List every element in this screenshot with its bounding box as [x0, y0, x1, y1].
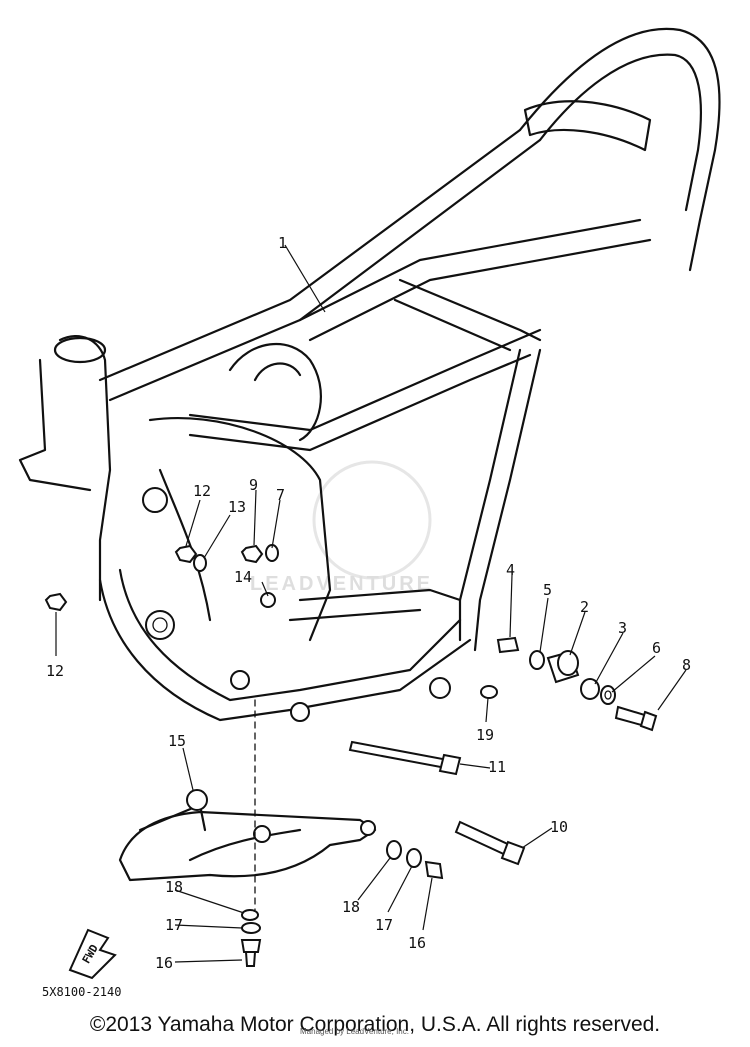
part-labels: 1 2 3 4 5 6 7 8 9 10 11 12 12 13 14 15 1… — [46, 234, 691, 972]
part-label-9: 9 — [249, 476, 258, 494]
part-label-17-right: 17 — [375, 916, 393, 934]
engine-guard — [118, 699, 444, 967]
part-label-18-right: 18 — [342, 898, 360, 916]
part-label-13: 13 — [228, 498, 246, 516]
part-label-10: 10 — [550, 818, 568, 836]
part-label-14: 14 — [234, 568, 252, 586]
part-label-8: 8 — [682, 656, 691, 674]
watermark-brand: LEADVENTURE — [250, 573, 433, 595]
part-label-4: 4 — [506, 561, 515, 579]
leader-lines — [55, 244, 687, 963]
part-label-18-left: 18 — [165, 878, 183, 896]
part-label-12-left: 12 — [46, 662, 64, 680]
part-label-15: 15 — [168, 732, 186, 750]
part-label-5: 5 — [543, 581, 552, 599]
part-label-2: 2 — [580, 598, 589, 616]
part-label-1: 1 — [278, 234, 287, 252]
main-frame — [18, 27, 721, 722]
watermark-subtext: Managed by LeadVenture, Inc. — [300, 1027, 409, 1036]
part-label-3: 3 — [618, 619, 627, 637]
copyright-notice: ©2013 Yamaha Motor Corporation, U.S.A. A… — [89, 1013, 661, 1036]
part-label-7: 7 — [276, 486, 285, 504]
part-label-16-left: 16 — [155, 954, 173, 972]
mount-hardware — [44, 544, 658, 866]
figure-code: 5X8100-2140 — [42, 985, 122, 999]
part-label-11: 11 — [488, 758, 506, 776]
forward-direction-arrow: FWD — [68, 928, 117, 980]
watermark-logo: LEADVENTURE — [250, 460, 433, 595]
part-label-6: 6 — [652, 639, 661, 657]
part-label-19: 19 — [476, 726, 494, 744]
part-label-17-left: 17 — [165, 916, 183, 934]
part-label-16-right: 16 — [408, 934, 426, 952]
part-label-12-upper: 12 — [193, 482, 211, 500]
